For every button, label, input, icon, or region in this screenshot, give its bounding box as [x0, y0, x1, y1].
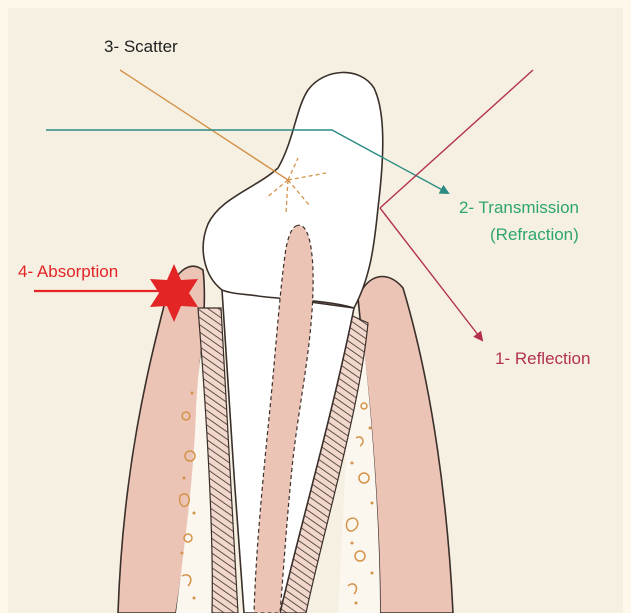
label-refraction: (Refraction): [490, 225, 579, 245]
transmission-ray: [46, 130, 448, 193]
diagram-frame: 3- Scatter 2- Transmission (Refraction) …: [8, 8, 623, 613]
label-reflection: 1- Reflection: [495, 349, 590, 369]
scatter-ray: [120, 70, 288, 180]
label-absorption: 4- Absorption: [18, 262, 118, 282]
label-transmission: 2- Transmission: [459, 198, 579, 218]
tooth-diagram: [8, 8, 623, 613]
incident-ray: [380, 70, 533, 208]
label-scatter: 3- Scatter: [104, 37, 178, 57]
